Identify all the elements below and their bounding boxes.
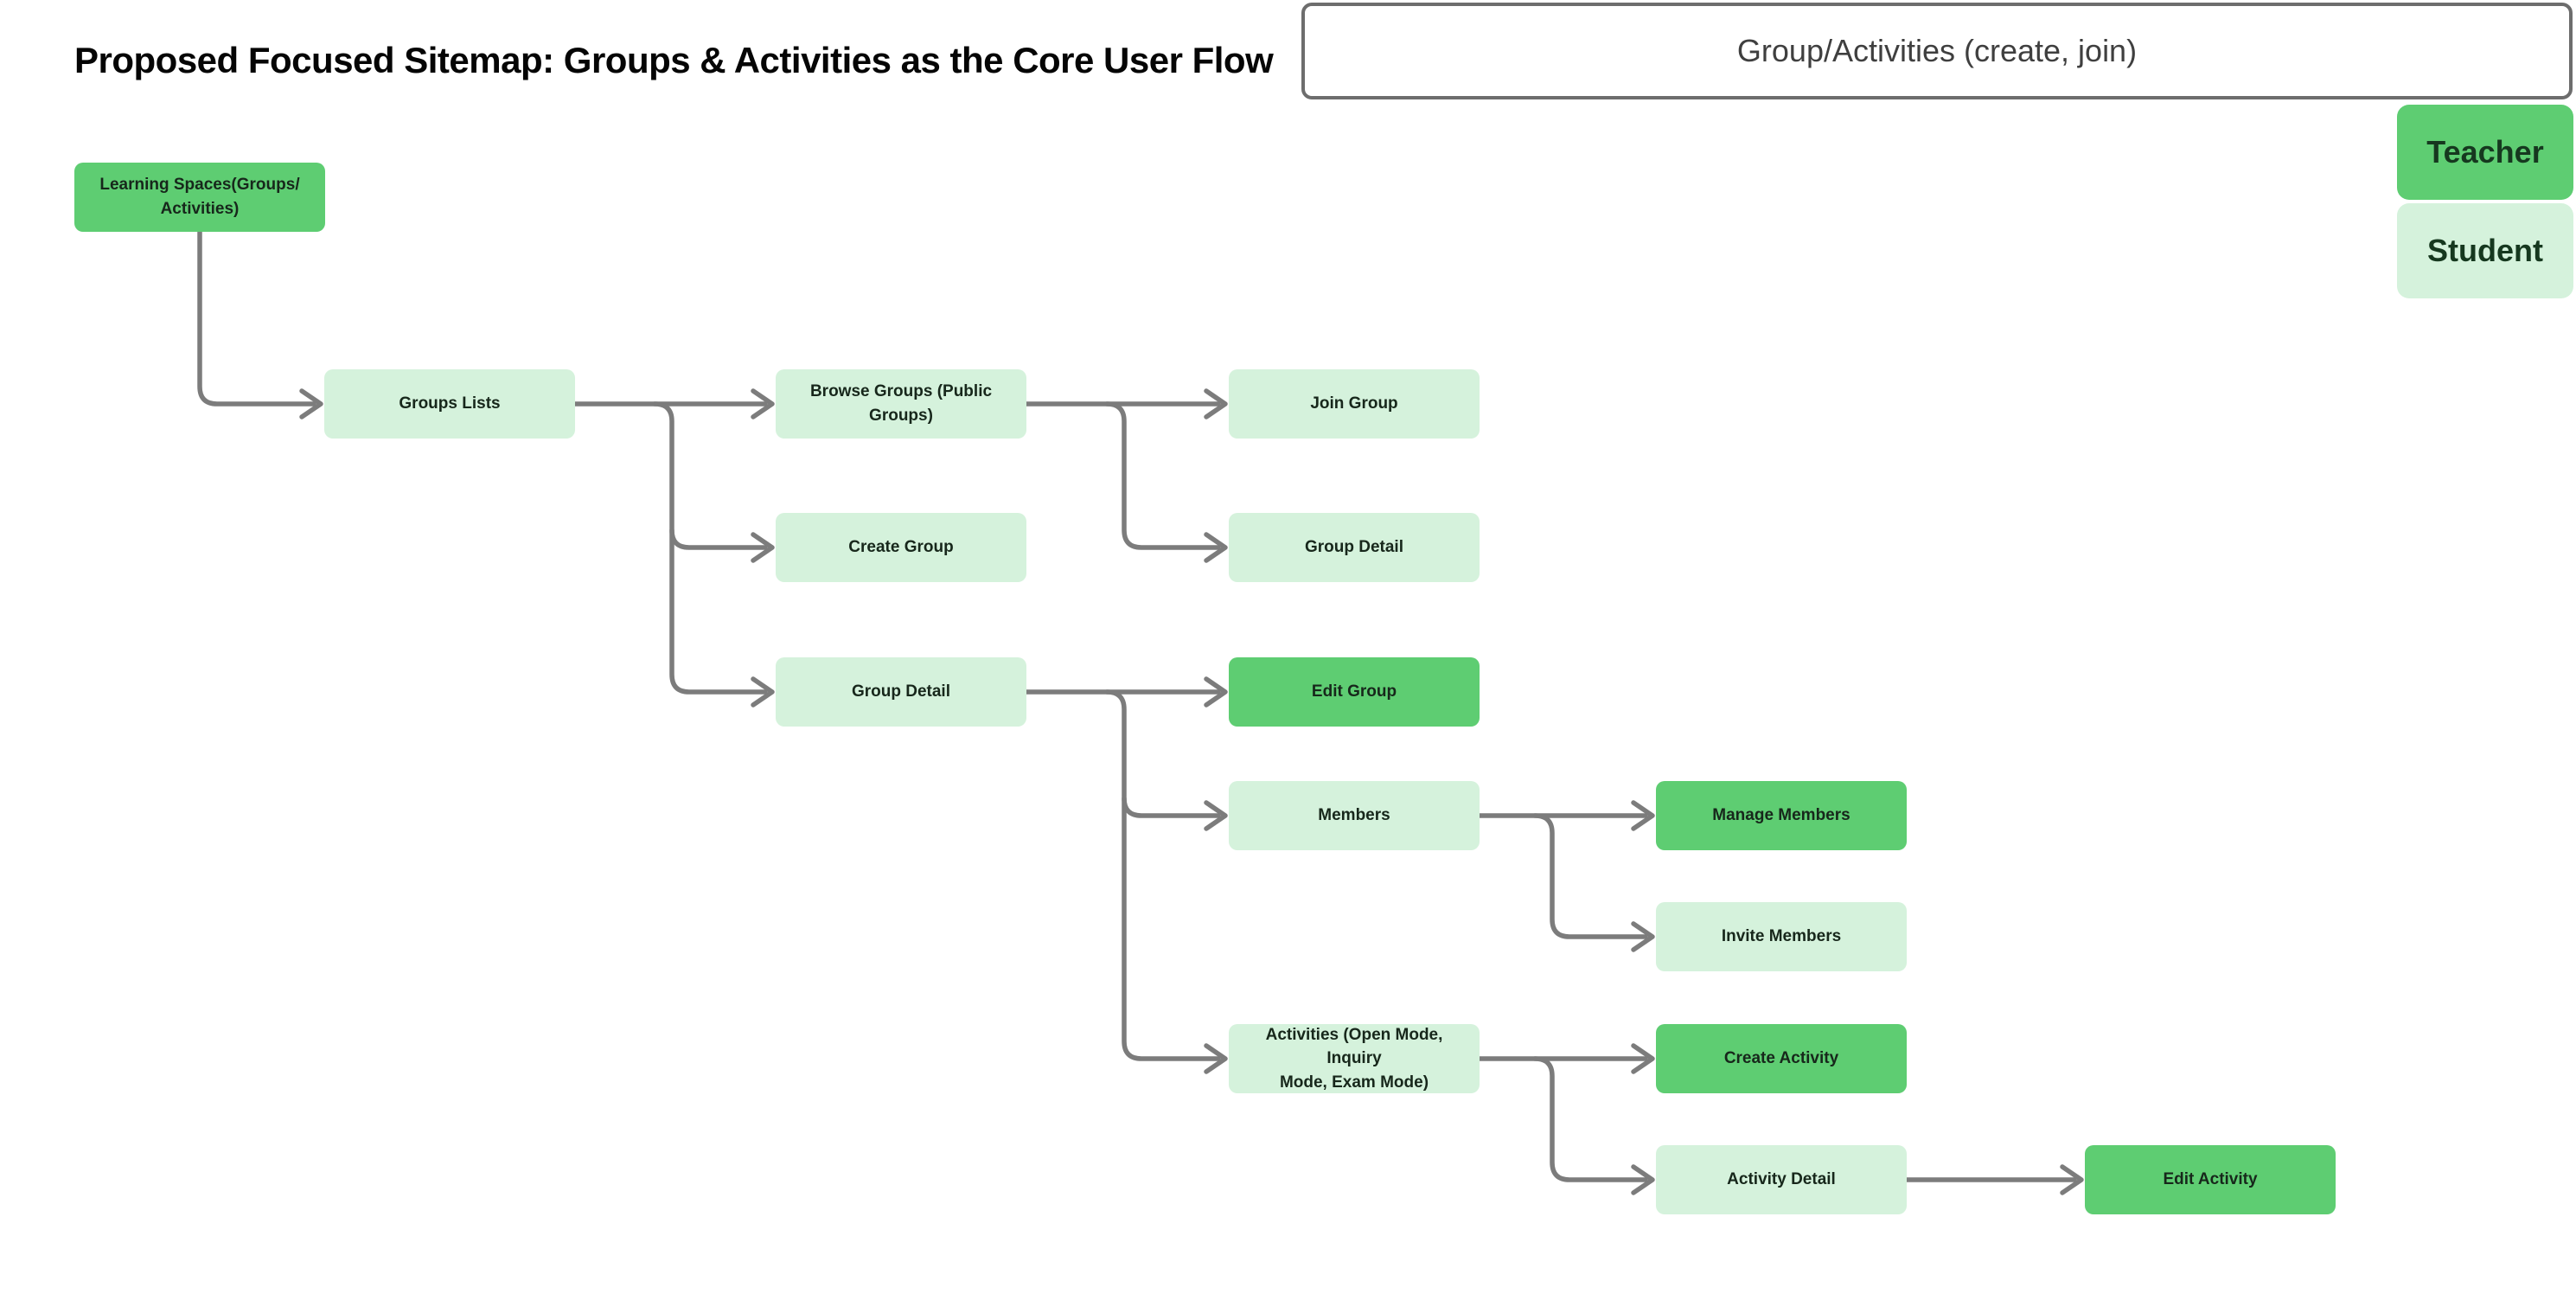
header-note-label: Group/Activities (create, join) <box>1736 33 2138 68</box>
arrowhead <box>1204 800 1228 831</box>
header-note-box[interactable]: Group/Activities (create, join) <box>1301 3 2573 99</box>
node-group-detail-main[interactable]: Group Detail <box>776 657 1026 727</box>
arrowhead <box>751 676 775 708</box>
arrowhead <box>751 388 775 419</box>
edge-browse-groups-group-detail <box>1104 401 1221 550</box>
edge-activities-activity-detail <box>1532 1056 1648 1182</box>
node-edit-activity[interactable]: Edit Activity <box>2085 1145 2336 1214</box>
edge-members-invite-members <box>1532 813 1648 939</box>
edge-group-detail-activities <box>1104 689 1221 1061</box>
arrowhead <box>1631 1164 1655 1195</box>
page-title: Proposed Focused Sitemap: Groups & Activ… <box>74 40 1274 80</box>
arrowhead <box>751 532 775 563</box>
arrowhead <box>1631 921 1655 952</box>
arrowhead <box>1631 1043 1655 1074</box>
arrowhead <box>1204 532 1228 563</box>
node-join-group[interactable]: Join Group <box>1229 369 1480 439</box>
edge-learning-spaces-groups-lists <box>197 229 316 407</box>
node-create-activity[interactable]: Create Activity <box>1656 1024 1907 1093</box>
arrowhead <box>1204 676 1228 708</box>
node-edit-group[interactable]: Edit Group <box>1229 657 1480 727</box>
arrowhead <box>1204 388 1228 419</box>
node-manage-members[interactable]: Manage Members <box>1656 781 1907 850</box>
legend-student-label: Student <box>2427 233 2543 268</box>
arrowhead <box>299 388 323 419</box>
node-activity-detail[interactable]: Activity Detail <box>1656 1145 1907 1214</box>
node-browse-groups[interactable]: Browse Groups (Public Groups) <box>776 369 1026 439</box>
arrowhead <box>1631 800 1655 831</box>
legend-teacher-label: Teacher <box>2426 134 2544 170</box>
edge-group-detail-members <box>1122 796 1221 818</box>
edge-groups-lists-create-group <box>669 528 768 550</box>
node-create-group[interactable]: Create Group <box>776 513 1026 582</box>
arrowhead <box>1204 1043 1228 1074</box>
node-groups-lists[interactable]: Groups Lists <box>324 369 575 439</box>
legend-student-chip[interactable]: Student <box>2397 203 2573 298</box>
legend-teacher-chip[interactable]: Teacher <box>2397 105 2573 200</box>
node-activities[interactable]: Activities (Open Mode, Inquiry Mode, Exa… <box>1229 1024 1480 1093</box>
node-group-detail-browse[interactable]: Group Detail <box>1229 513 1480 582</box>
arrowhead <box>2060 1164 2084 1195</box>
node-learning-spaces[interactable]: Learning Spaces(Groups/ Activities) <box>74 163 325 232</box>
edge-groups-lists-group-detail <box>652 401 768 695</box>
node-invite-members[interactable]: Invite Members <box>1656 902 1907 971</box>
node-members[interactable]: Members <box>1229 781 1480 850</box>
